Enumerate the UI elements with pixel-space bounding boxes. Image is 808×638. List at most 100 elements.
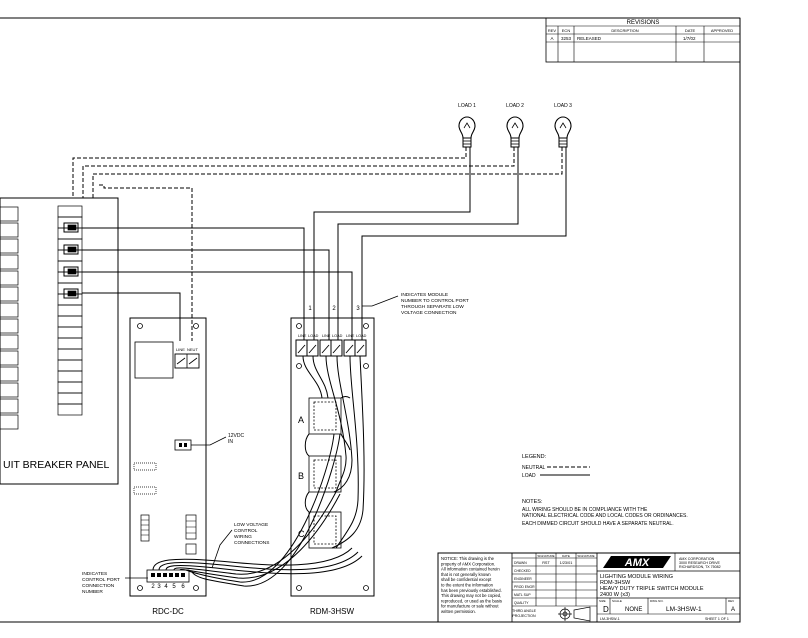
- notice-line: has been previously established.: [441, 588, 502, 593]
- term-2-load: LOAD: [332, 334, 343, 338]
- rdc-dc-label: RDC-DC: [152, 607, 184, 616]
- breaker-slot: [0, 366, 19, 382]
- sig-row-label: ENGINEER: [514, 577, 532, 581]
- breaker-handle: [63, 266, 79, 277]
- low-voltage-line-2: CONTROL: [234, 528, 258, 534]
- breaker-toggle: [67, 246, 77, 253]
- breaker-slot: [57, 337, 83, 350]
- vdc-leader: [191, 436, 227, 446]
- breaker-slot: [0, 238, 19, 254]
- neut-line-label: LINE: [176, 347, 185, 352]
- low-voltage-leader: [211, 529, 233, 569]
- sig-row-label: MATL SUP: [514, 593, 531, 597]
- size-value: D: [603, 605, 609, 614]
- breaker-slot: [57, 304, 83, 317]
- breaker-toggle: [67, 290, 77, 297]
- notice-line: All information contained herein: [441, 567, 500, 572]
- switch-c-label: C: [298, 529, 305, 539]
- dwg-label: DWG NO.: [650, 599, 664, 603]
- rdc-dc-module: LINE NEUT 2 3 4: [129, 317, 207, 616]
- company-line-2: 3000 RESEARCH DRIVE: [679, 561, 721, 565]
- breaker-slot: [0, 382, 19, 398]
- rdm-3hsw-label: RDM-3HSW: [310, 607, 354, 616]
- sig-row-signature: RST: [542, 561, 550, 565]
- scale-value: NONE: [625, 607, 642, 613]
- rev-value: A: [731, 607, 735, 613]
- notice-line: for manufacture or sale without: [441, 604, 499, 609]
- sig-row-label: CHECKED: [514, 569, 531, 573]
- rev-header-rev: REV: [548, 28, 557, 33]
- term-2-line: LINE: [322, 334, 331, 338]
- breaker-slot: [0, 206, 19, 222]
- breaker-toggle: [67, 224, 77, 231]
- notes: NOTES: ALL WIRING SHOULD BE IN COMPLIANC…: [522, 499, 688, 527]
- breaker-slot: [0, 350, 19, 366]
- notes-line-2: NATIONAL ELECTRICAL CODE AND LOCAL CODES…: [522, 513, 688, 519]
- port-number-3: 3: [157, 584, 161, 590]
- size-label: SIZE: [599, 599, 606, 603]
- rev-header-ecn: ECN: [562, 28, 571, 33]
- port-callout-line-4: NUMBER: [82, 589, 103, 595]
- rev-row-desc: RELEASED: [577, 36, 602, 41]
- low-voltage-line-1: LOW VOLTAGE: [234, 522, 268, 528]
- module-callout-line-3: THROUGH SEPARATE LOW: [401, 304, 464, 310]
- load-2: LOAD 2: [506, 103, 524, 148]
- file-value: LM-3HSW-1: [600, 617, 620, 621]
- third-angle-projection-icon: [558, 606, 591, 622]
- breaker-slot: [0, 398, 19, 414]
- load-3-label: LOAD 3: [554, 103, 572, 109]
- module-callout-leader: [362, 295, 399, 307]
- title-line-1: LIGHTING MODULE WIRING: [600, 574, 673, 580]
- breaker-slot: [57, 326, 83, 339]
- breaker-slot: [0, 334, 19, 350]
- low-voltage-callout: LOW VOLTAGE CONTROL WIRING CONNECTIONS: [234, 522, 269, 546]
- switch-a-label: A: [298, 415, 304, 425]
- sheet-value: SHEET 1 OF 1: [705, 617, 729, 621]
- breaker-slot: [57, 205, 83, 218]
- rev-header-desc: DESCRIPTION: [611, 28, 638, 33]
- port-number-5: 5: [172, 584, 176, 590]
- load-1-label: LOAD 1: [458, 103, 476, 109]
- notice-line: to the extent the information: [441, 583, 494, 588]
- vdc-line-2: IN: [228, 439, 233, 445]
- breaker-panel-label: UIT BREAKER PANEL: [3, 459, 110, 471]
- notes-title: NOTES:: [522, 499, 543, 505]
- breaker-slot: [0, 254, 19, 270]
- legend-neutral: NEUTRAL: [522, 465, 546, 471]
- notes-line-1: ALL WIRING SHOULD BE IN COMPLIANCE WITH …: [522, 507, 648, 513]
- notice-line: NOTICE: This drawing is the: [441, 556, 495, 561]
- notice-line: that is not generally known: [441, 572, 491, 577]
- load-2-label: LOAD 2: [506, 103, 524, 109]
- sig-row-date: 1/23/01: [560, 561, 573, 565]
- breaker-slot: [0, 270, 19, 286]
- port-callout-line-1: INDICATES: [82, 571, 107, 577]
- low-voltage-wiring: [152, 433, 363, 587]
- port-number-4: 4: [164, 584, 168, 590]
- breaker-slot: [0, 222, 19, 238]
- legend-title: LEGEND:: [522, 454, 547, 460]
- term-3-load: LOAD: [356, 334, 367, 338]
- module-number-3: 3: [356, 306, 360, 312]
- breaker-slot: [57, 359, 83, 372]
- module-callout-line-1: INDICATES MODULE: [401, 292, 448, 298]
- rev-header-date: DATE: [685, 28, 696, 33]
- port-number-2: 2: [151, 584, 155, 590]
- port-number-6: 6: [181, 584, 185, 590]
- breaker-slot: [57, 370, 83, 383]
- module-callout: INDICATES MODULE NUMBER TO CONTROL PORT …: [401, 292, 469, 316]
- sig-row-label: PROD ENGR: [514, 585, 535, 589]
- module-number-2: 2: [332, 306, 336, 312]
- sig-row-label: DRAWN: [514, 561, 527, 565]
- breaker-slot: [0, 414, 19, 430]
- title-line-4: 2400 W (x3): [600, 592, 630, 598]
- port-callout-line-2: CONTROL PORT: [82, 577, 120, 583]
- module-number-1: 1: [308, 306, 312, 312]
- company-line-1: AMX CORPORATION: [679, 557, 715, 561]
- breaker-slot: [57, 392, 83, 405]
- dwg-value: LM-3HSW-1: [666, 606, 702, 613]
- rev-row-ecn: 3253: [561, 36, 572, 41]
- scale-label: SCALE: [612, 599, 622, 603]
- load-1: LOAD 1: [458, 103, 476, 148]
